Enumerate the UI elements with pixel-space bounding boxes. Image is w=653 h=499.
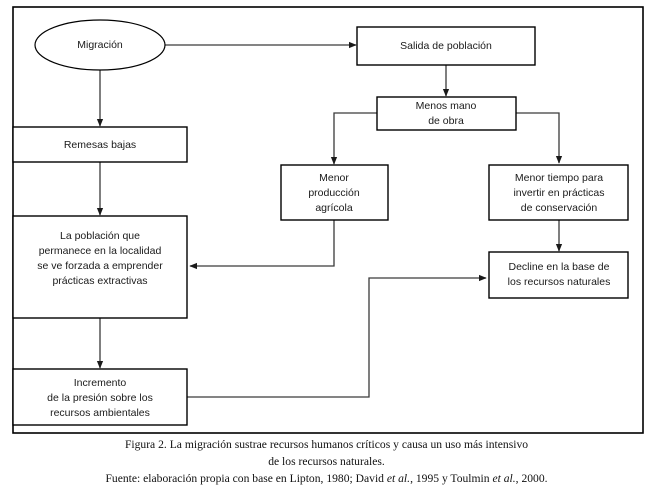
node-menor-tiempo-conservacion[interactable]: Menor tiempo para invertir en prácticas … bbox=[488, 164, 629, 221]
caption-source-part-b: , 1995 y Toulmin bbox=[410, 471, 493, 485]
node-menor-prod-line3: agrícola bbox=[315, 202, 353, 214]
node-incremento-line3: recursos ambientales bbox=[50, 407, 150, 419]
node-menor-tiempo-line1: Menor tiempo para bbox=[515, 172, 603, 184]
connector-incremento-to-decline bbox=[187, 274, 487, 398]
node-menos-mano-line1: Menos mano bbox=[416, 100, 477, 112]
node-menor-tiempo-line2: invertir en prácticas bbox=[513, 187, 604, 199]
node-salida-de-poblacion[interactable]: Salida de población bbox=[356, 26, 536, 66]
node-remesas-label: Remesas bajas bbox=[64, 139, 136, 151]
connector-menorprod-to-poblacion bbox=[189, 220, 335, 270]
caption-source-part-a: Fuente: elaboración propia con base en L… bbox=[105, 471, 387, 485]
node-decline-line1: Decline en la base de bbox=[509, 261, 610, 273]
node-menos-mano-de-obra[interactable]: Menos mano de obra bbox=[376, 96, 517, 131]
node-poblacion-line1: La población que bbox=[60, 230, 140, 242]
node-remesas-bajas[interactable]: Remesas bajas bbox=[12, 126, 188, 163]
node-menos-mano-line2: de obra bbox=[428, 115, 464, 127]
node-migracion[interactable]: Migración bbox=[34, 19, 166, 71]
caption-source-etal-1: et al. bbox=[386, 471, 411, 485]
node-menor-produccion-agricola[interactable]: Menor producción agrícola bbox=[280, 164, 389, 221]
connector-menosmano-to-menorprod bbox=[330, 112, 377, 165]
caption-source-part-c: , 2000. bbox=[515, 471, 548, 485]
node-incremento-presion[interactable]: Incremento de la presión sobre los recur… bbox=[12, 368, 188, 426]
node-poblacion-practicas-extractivas[interactable]: La población que permanece en la localid… bbox=[12, 215, 188, 319]
caption-line-1: Figura 2. La migración sustrae recursos … bbox=[124, 438, 529, 451]
node-menor-tiempo-line3: de conservación bbox=[521, 202, 598, 214]
caption-source-etal-2: et al. bbox=[492, 471, 516, 485]
node-migracion-label: Migración bbox=[77, 39, 123, 51]
node-salida-label: Salida de población bbox=[400, 40, 492, 52]
connector-menosmano-to-menortiempo bbox=[516, 112, 563, 164]
figure-caption: Figura 2. La migración sustrae recursos … bbox=[0, 437, 653, 487]
node-menor-prod-line2: producción bbox=[308, 187, 360, 199]
node-poblacion-line2: permanece en la localidad bbox=[39, 245, 162, 257]
node-decline-recursos-naturales[interactable]: Decline en la base de los recursos natur… bbox=[488, 251, 629, 299]
node-decline-line2: los recursos naturales bbox=[508, 276, 611, 288]
node-menor-prod-line1: Menor bbox=[319, 172, 349, 184]
node-poblacion-line3: se ve forzada a emprender bbox=[37, 260, 163, 272]
caption-source-line: Fuente: elaboración propia con base en L… bbox=[0, 471, 653, 488]
node-poblacion-line4: prácticas extractivas bbox=[52, 275, 147, 287]
node-incremento-line1: Incremento bbox=[74, 377, 127, 389]
caption-line-2: de los recursos naturales. bbox=[268, 454, 385, 468]
node-incremento-line2: de la presión sobre los bbox=[47, 392, 153, 404]
